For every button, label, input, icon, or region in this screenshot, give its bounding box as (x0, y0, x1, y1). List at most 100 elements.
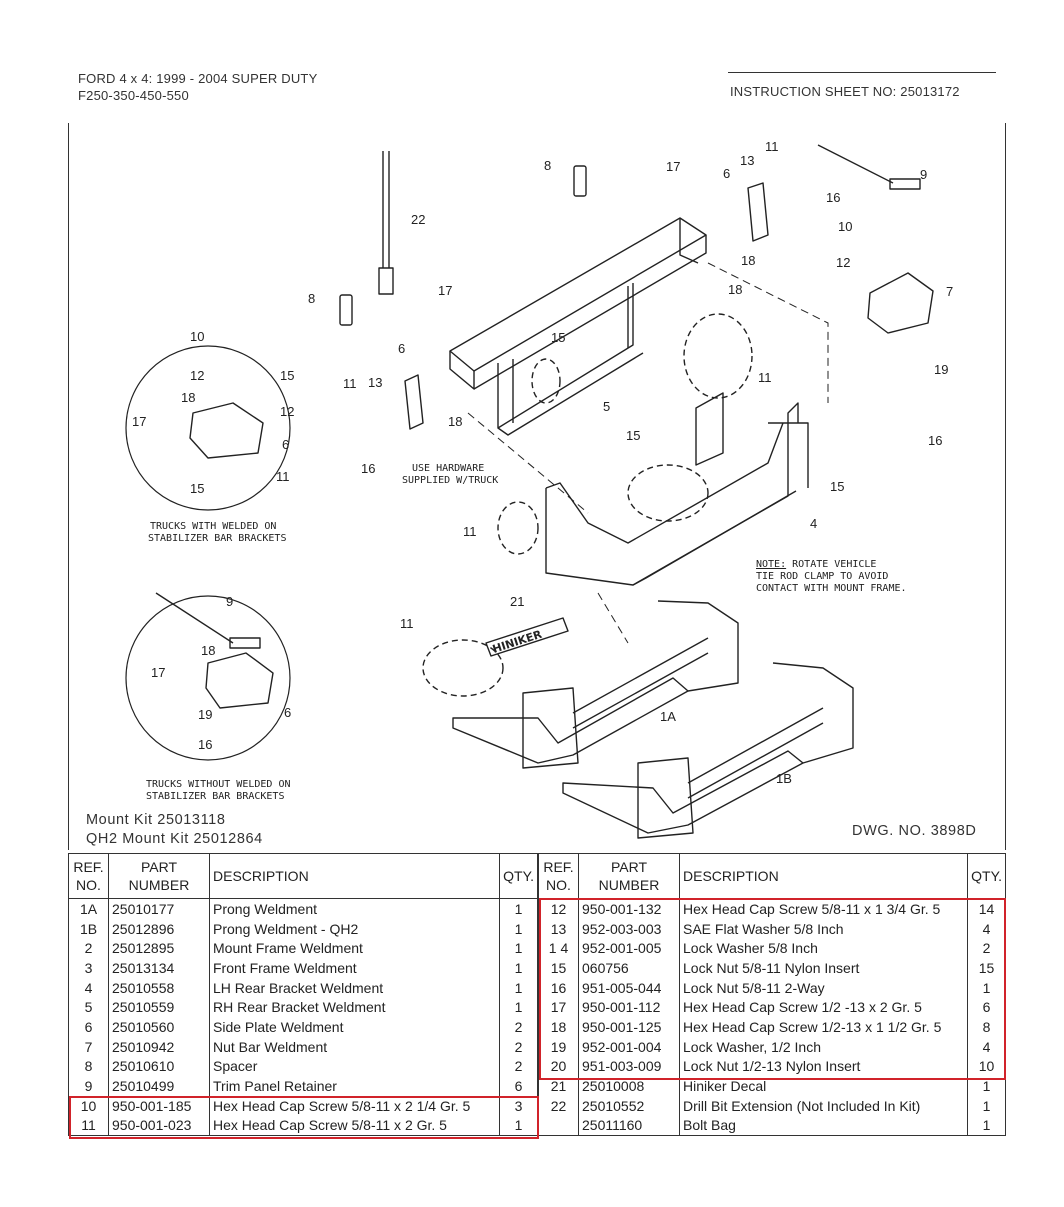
description-cell: LH Rear Bracket Weldment (208, 977, 500, 998)
part-number-cell: 25011160 (578, 1115, 680, 1137)
front-frame-weldment-part (449, 217, 707, 436)
description-cell: SAE Flat Washer 5/8 Inch (678, 918, 968, 939)
ref-no-cell: 18 (538, 1017, 579, 1037)
spacer-part-top (573, 165, 587, 197)
qty-cell: 6 (499, 1076, 538, 1096)
part-number-cell: 25010558 (108, 977, 210, 998)
header-rule (728, 72, 996, 73)
part-number-cell: 951-005-044 (578, 977, 680, 998)
part-number-cell: 25010008 (578, 1076, 680, 1096)
description-cell: Bolt Bag (678, 1115, 968, 1137)
callout-4-detail-2: 6 (284, 705, 291, 720)
part-number-cell: 952-001-004 (578, 1036, 680, 1057)
callout-2: 4 (810, 516, 817, 531)
callout-22: 22 (411, 212, 425, 227)
part-number-cell: 952-003-003 (578, 918, 680, 939)
description-header: DESCRIPTION (678, 853, 968, 899)
model-line-2: F250-350-450-550 (78, 88, 189, 103)
callout-15-right: 15 (830, 479, 844, 494)
part-number-cell: 952-001-005 (578, 938, 680, 959)
part-number-cell: 25012895 (108, 938, 210, 959)
description-cell: Front Frame Weldment (208, 958, 500, 978)
ref-no-cell: 5 (68, 997, 109, 1018)
instruction-sheet-number: INSTRUCTION SHEET NO: 25013172 (730, 84, 960, 99)
callout-20-right: 18 (741, 253, 755, 268)
hiniker-decal-part (485, 617, 569, 657)
callout-18-frame: 17 (438, 283, 452, 298)
detail-circle-welded (125, 345, 291, 511)
part-number-cell: 25012896 (108, 918, 210, 939)
rh-rear-bracket-part (867, 272, 934, 334)
part-number-cell: 25010499 (108, 1076, 210, 1096)
qty-header: QTY. (967, 853, 1006, 899)
qty-cell: 2 (499, 1056, 538, 1077)
callout-14-top: 13 (740, 153, 754, 168)
nut-bar-wire-detail (155, 592, 234, 644)
welded-caption-line1: TRUCKS WITH WELDED ON (150, 521, 276, 532)
note-label-text: NOTE: (756, 559, 786, 570)
exploded-parts-diagram: 22 8 8 17 13 11 6 16 9 10 12 18 18 7 17 … (125, 139, 953, 839)
part-number-cell: 950-001-132 (578, 898, 680, 919)
description-cell: Hiniker Decal (678, 1076, 968, 1096)
use-hardware-note-line1: USE HARDWARE (412, 463, 484, 474)
callout-13-detail-right: 12 (280, 404, 294, 419)
ref-no-cell: 7 (68, 1036, 109, 1057)
part-number-cell: 25013134 (108, 958, 210, 978)
description-cell: Lock Nut 5/8-11 2-Way (678, 977, 968, 998)
callout-1a: 1A (660, 709, 676, 724)
description-cell: RH Rear Bracket Weldment (208, 997, 500, 1018)
part-number-cell: 950-001-185 (108, 1095, 210, 1116)
qty-cell: 1 (499, 958, 538, 978)
callout-15-frame: 15 (551, 330, 565, 345)
diagram-frame (68, 123, 1006, 850)
without-welded-caption-line2: STABILIZER BAR BRACKETS (146, 791, 284, 802)
callout-8-left: 8 (308, 291, 315, 306)
ref-no-cell: 10 (68, 1095, 109, 1116)
mount-frame-weldment-part (545, 392, 809, 586)
highlight-box-refs-12-20 (539, 898, 1006, 1080)
lock-nut-group-frame (531, 358, 561, 404)
spacer-part-left (339, 294, 353, 326)
ref-no-header: REF.NO. (68, 853, 109, 899)
prong-weldment-1a-part (452, 600, 739, 769)
ref-no-cell: 13 (538, 918, 579, 939)
ref-no-cell (538, 1115, 579, 1137)
description-cell: Hex Head Cap Screw 1/2 -13 x 2 Gr. 5 (678, 997, 968, 1018)
qh2-mount-kit-caption: QH2 Mount Kit 25012864 (86, 831, 263, 847)
nut-bar-wire-top (817, 144, 894, 184)
qty-cell: 1 (967, 1095, 1006, 1116)
callout-3: 5 (603, 399, 610, 414)
callout-5: 7 (946, 284, 953, 299)
description-header: DESCRIPTION (208, 853, 500, 899)
model-line-1: FORD 4 x 4: 1999 - 2004 SUPER DUTY (78, 71, 318, 86)
qty-cell: 10 (967, 1056, 1006, 1077)
callout-18-detail: 17 (132, 414, 146, 429)
description-cell: Prong Weldment - QH2 (208, 918, 500, 939)
ref-no-cell: 15 (538, 958, 579, 978)
ref-no-cell: 3 (68, 958, 109, 978)
part-number-cell: 950-001-125 (578, 1017, 680, 1037)
ref-no-cell: 19 (538, 1036, 579, 1057)
callout-20-detail: 18 (181, 390, 195, 405)
lh-rear-bracket-detail-2 (205, 652, 274, 709)
part-number-cell: 951-003-009 (578, 1056, 680, 1077)
callout-12-mid: 11 (463, 524, 477, 539)
mount-kit-caption: Mount Kit 25013118 (86, 812, 226, 828)
description-cell: Side Plate Weldment (208, 1017, 500, 1037)
callout-1b: 1B (776, 771, 792, 786)
ref-no-cell: 1B (68, 918, 109, 939)
